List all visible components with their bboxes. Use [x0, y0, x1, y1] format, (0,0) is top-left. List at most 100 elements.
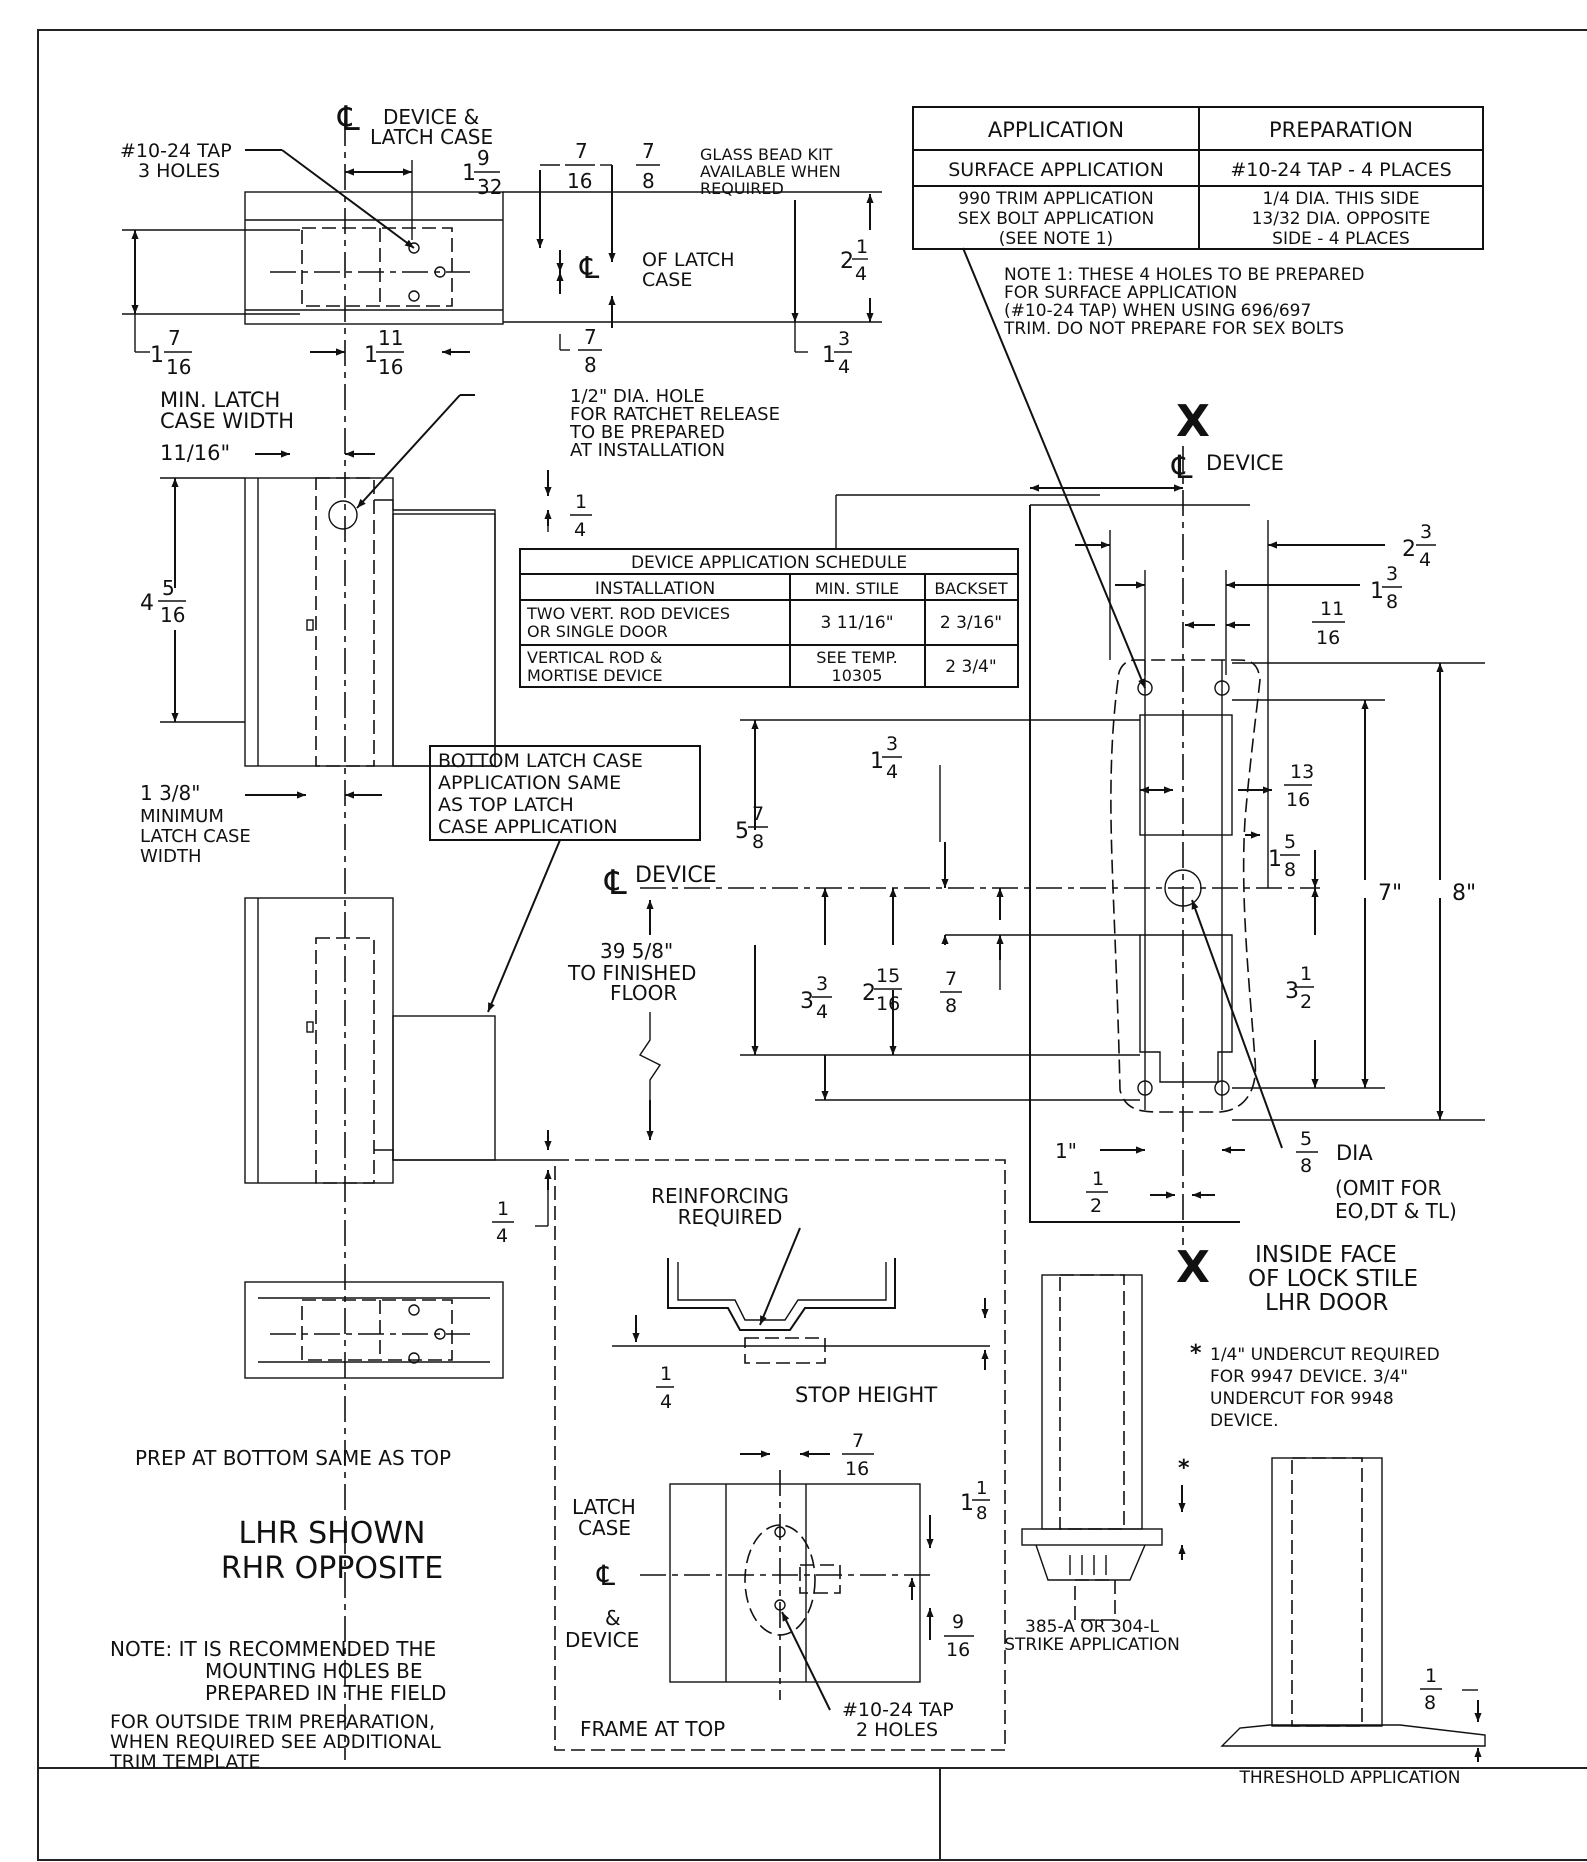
cl-device-latch-label-1: DEVICE &: [383, 105, 479, 129]
svg-text:1 3/8": 1 3/8": [140, 781, 200, 805]
reinforcing-label-2: REQUIRED: [678, 1205, 783, 1229]
leader-note-1: [962, 247, 1146, 689]
svg-text:5: 5: [1284, 831, 1296, 853]
schedule-r1-install-2: OR SINGLE DOOR: [527, 622, 668, 641]
svg-text:1/2" DIA. HOLE: 1/2" DIA. HOLE: [570, 386, 705, 407]
dim-1-4-lower: 1 4: [492, 1198, 514, 1247]
min-latch-case-width-note: 1 3/8" MINIMUM LATCH CASE WIDTH: [140, 781, 251, 867]
svg-text:3: 3: [886, 733, 898, 755]
cl-symbol-device-mid: ℄: [604, 863, 627, 903]
svg-text:*: *: [1190, 1341, 1202, 1366]
svg-text:LATCH CASE: LATCH CASE: [140, 826, 251, 847]
and-device-label-1: &: [605, 1606, 621, 1630]
svg-text:TRIM TEMPLATE: TRIM TEMPLATE: [109, 1751, 260, 1773]
svg-text:16: 16: [378, 355, 403, 379]
lock-stile: [1029, 504, 1261, 1223]
schedule-r1-install-1: TWO VERT. ROD DEVICES: [526, 604, 730, 623]
svg-text:7: 7: [852, 1430, 864, 1452]
schedule-r2-stile-2: 10305: [832, 666, 883, 685]
glass-bead-note-2: AVAILABLE WHEN: [700, 162, 841, 181]
svg-text:7: 7: [642, 139, 655, 163]
dim-8-inch: 8": [1452, 881, 1476, 906]
frame-at-top-label: FRAME AT TOP: [580, 1717, 725, 1741]
top-latch-view: [244, 149, 504, 325]
svg-text:5: 5: [735, 819, 749, 844]
svg-text:4: 4: [1419, 549, 1431, 571]
svg-text:16: 16: [876, 993, 900, 1015]
frame-reinforcing-section: [612, 1227, 990, 1370]
svg-text:4: 4: [855, 263, 867, 285]
threshold-application-detail: [1220, 1457, 1486, 1762]
tap-2-holes-label-1: #10-24 TAP: [842, 1699, 954, 1721]
strike-application-detail: *: [1021, 1274, 1190, 1621]
svg-text:3: 3: [838, 328, 850, 350]
svg-text:4: 4: [660, 1391, 672, 1413]
min-latch-case-width-1: MIN. LATCH: [160, 388, 280, 412]
strike-label-2: STRIKE APPLICATION: [1004, 1635, 1180, 1655]
dim-7-8-top: 7 8: [636, 139, 660, 193]
svg-text:FOR SURFACE APPLICATION: FOR SURFACE APPLICATION: [1004, 283, 1237, 303]
svg-text:1: 1: [660, 1363, 672, 1385]
app-row2-application-3: (SEE NOTE 1): [999, 229, 1113, 249]
svg-text:16: 16: [845, 1458, 869, 1480]
cl-device-mid-label: DEVICE: [635, 863, 717, 888]
svg-text:PREPARED IN THE FIELD: PREPARED IN THE FIELD: [205, 1681, 446, 1705]
field-note: NOTE: IT IS RECOMMENDED THE MOUNTING HOL…: [110, 1637, 446, 1705]
app-row1-preparation: #10-24 TAP - 4 PLACES: [1230, 159, 1451, 181]
hand-note-line-2: RHR OPPOSITE: [221, 1551, 443, 1586]
dim-7-16-top: 7 16: [565, 139, 595, 193]
svg-text:4: 4: [574, 519, 586, 541]
svg-text:11: 11: [378, 326, 403, 350]
svg-text:1: 1: [870, 749, 884, 774]
svg-text:1: 1: [1092, 1168, 1104, 1190]
schedule-header-backset: BACKSET: [934, 579, 1008, 598]
svg-text:TO BE PREPARED: TO BE PREPARED: [569, 422, 725, 443]
lower-side-view: [244, 897, 555, 1184]
reinforcing-label-1: REINFORCING: [651, 1184, 789, 1208]
schedule-r2-install-2: MORTISE DEVICE: [527, 666, 663, 685]
schedule-header-installation: INSTALLATION: [595, 579, 715, 599]
svg-text:1: 1: [1268, 847, 1282, 872]
glass-bead-note-3: REQUIRED: [700, 179, 784, 198]
svg-text:8: 8: [1424, 1692, 1436, 1714]
svg-text:1: 1: [575, 491, 587, 513]
cl-symbol-frame: ℄: [596, 1559, 615, 1592]
svg-text:9: 9: [477, 146, 490, 170]
svg-text:16: 16: [946, 1639, 970, 1661]
dim-5-8-dia: 5 8 DIA: [1296, 1128, 1373, 1177]
svg-text:8: 8: [1284, 859, 1296, 881]
svg-text:1: 1: [960, 1491, 974, 1516]
svg-text:3: 3: [800, 989, 814, 1014]
frame-detail-border: [554, 1159, 1006, 1751]
svg-text:1: 1: [1300, 963, 1312, 985]
trim-note: FOR OUTSIDE TRIM PREPARATION, WHEN REQUI…: [109, 1711, 441, 1773]
undercut-note: * 1/4" UNDERCUT REQUIRED FOR 9947 DEVICE…: [1190, 1341, 1440, 1431]
tap-3-holes-label-1: #10-24 TAP: [120, 140, 232, 162]
svg-text:16: 16: [1286, 789, 1310, 811]
dim-1-4-frame: 1 4: [656, 1363, 674, 1413]
svg-text:AT INSTALLATION: AT INSTALLATION: [570, 440, 725, 461]
schedule-r2-backset: 2 3/4": [945, 657, 996, 677]
cl-symbol-stile: ℄: [1171, 448, 1193, 486]
strike-label-1: 385-A OR 304-L: [1025, 1617, 1159, 1637]
svg-text:1: 1: [976, 1478, 987, 1499]
dim-7-16-frame: 7 16: [842, 1430, 874, 1480]
cl-symbol-top: ℄: [337, 99, 360, 139]
svg-text:1: 1: [1370, 579, 1384, 604]
svg-text:2: 2: [1402, 537, 1416, 562]
dim-11-16-label: 11/16": [160, 441, 230, 465]
x-mark-top: X: [1176, 396, 1210, 447]
dim-1-7-16: 1 7 16: [150, 326, 192, 379]
app-row1-application: SURFACE APPLICATION: [948, 159, 1164, 181]
app-row2-preparation-1: 1/4 DIA. THIS SIDE: [1262, 189, 1419, 209]
min-latch-case-width-2: CASE WIDTH: [160, 409, 294, 433]
svg-text:3: 3: [816, 973, 828, 995]
x-mark-bottom: X: [1176, 1242, 1210, 1293]
svg-text:8: 8: [1300, 1155, 1312, 1177]
cl-symbol-latch-case: ℄: [579, 251, 599, 286]
dim-3-3-4-stile: 3 3 4: [800, 973, 832, 1023]
cl-latch-case-label-1: OF LATCH: [642, 249, 735, 271]
svg-text:15: 15: [876, 965, 900, 987]
dim-1-1-8-frame: 1 1 8: [960, 1478, 990, 1524]
svg-text:(#10-24 TAP) WHEN USING 696/69: (#10-24 TAP) WHEN USING 696/697: [1004, 301, 1311, 321]
